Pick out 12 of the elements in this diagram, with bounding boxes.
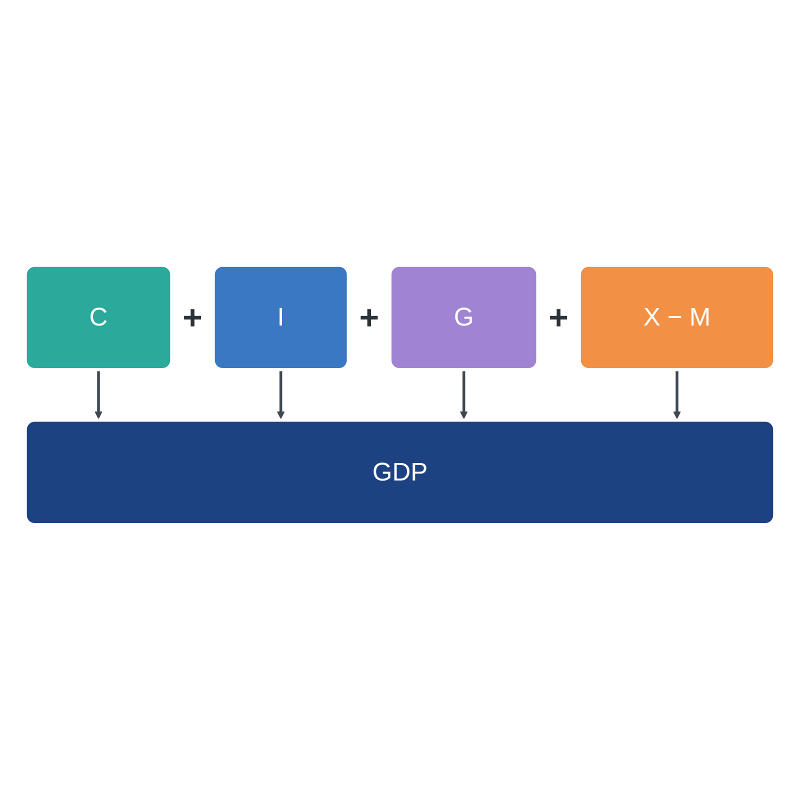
- plus-sign: +: [548, 300, 568, 335]
- plus-sign: +: [182, 300, 202, 335]
- plus-sign: +: [359, 300, 380, 335]
- arrow: [673, 371, 682, 420]
- arrow: [460, 371, 468, 420]
- node-box: G: [391, 266, 536, 368]
- node-box: C: [26, 266, 170, 368]
- node-box: GDP: [26, 422, 774, 524]
- node-box: X − M: [580, 266, 774, 368]
- arrow: [276, 371, 285, 420]
- node-box: I: [214, 266, 347, 368]
- arrow: [94, 371, 103, 420]
